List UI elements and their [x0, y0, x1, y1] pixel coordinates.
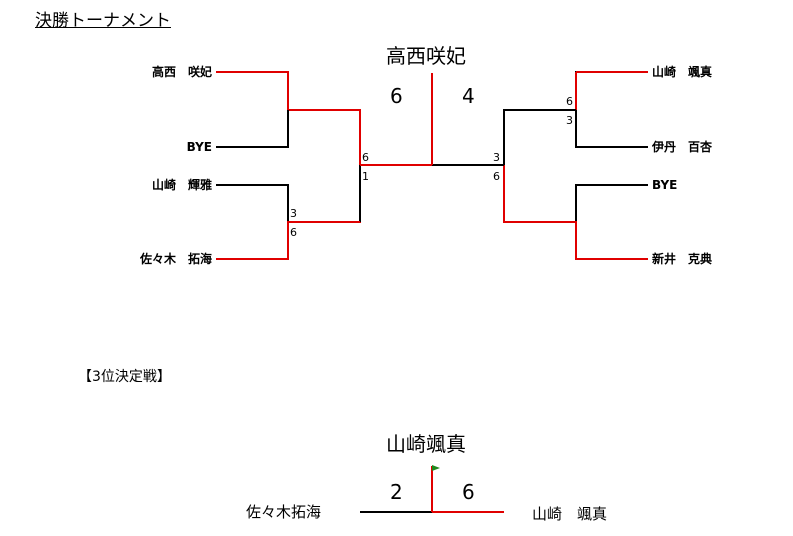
left-player-3: 山崎 輝雅 [151, 178, 212, 192]
right-player-2: 伊丹 百杏 [652, 140, 713, 154]
left-p3-line [216, 184, 289, 222]
right-p2-line [575, 110, 648, 148]
right-final-score-top: 3 [493, 151, 500, 164]
third-left-player: 佐々木拓海 [246, 503, 322, 521]
third-place-winner: 山崎颯真 [386, 432, 466, 456]
left-semi-score-bottom: 6 [290, 226, 297, 239]
third-place-section-label: 【3位決定戦】 [78, 369, 171, 385]
final-score-left: 6 [390, 84, 403, 108]
right-semi-score-top: 6 [566, 95, 573, 108]
right-player-4: 新井 克典 [652, 252, 713, 266]
left-player-1: 高西 咲妃 [151, 65, 212, 79]
page-title: 決勝トーナメント [35, 11, 171, 31]
right-final-score-bottom: 6 [493, 170, 500, 183]
right-p3-line [575, 184, 648, 222]
final-score-right: 4 [462, 84, 475, 108]
third-score-left: 2 [390, 480, 403, 504]
left-player-2: BYE [186, 140, 212, 154]
left-player-4: 佐々木 拓海 [139, 252, 212, 266]
left-final-score-bottom: 1 [362, 170, 369, 183]
right-player-3: BYE [652, 178, 678, 192]
left-final-score-top: 6 [362, 151, 369, 164]
champion-name: 高西咲妃 [386, 44, 466, 68]
right-semi-score-bottom: 3 [566, 114, 573, 127]
right-p4-line [503, 165, 648, 260]
left-p2-line [216, 110, 289, 148]
third-right-player: 山崎 颯真 [532, 505, 608, 523]
third-score-right: 6 [462, 480, 475, 504]
flag-icon [432, 465, 440, 471]
left-semi-score-top: 3 [290, 207, 297, 220]
right-player-1: 山崎 颯真 [652, 65, 713, 79]
